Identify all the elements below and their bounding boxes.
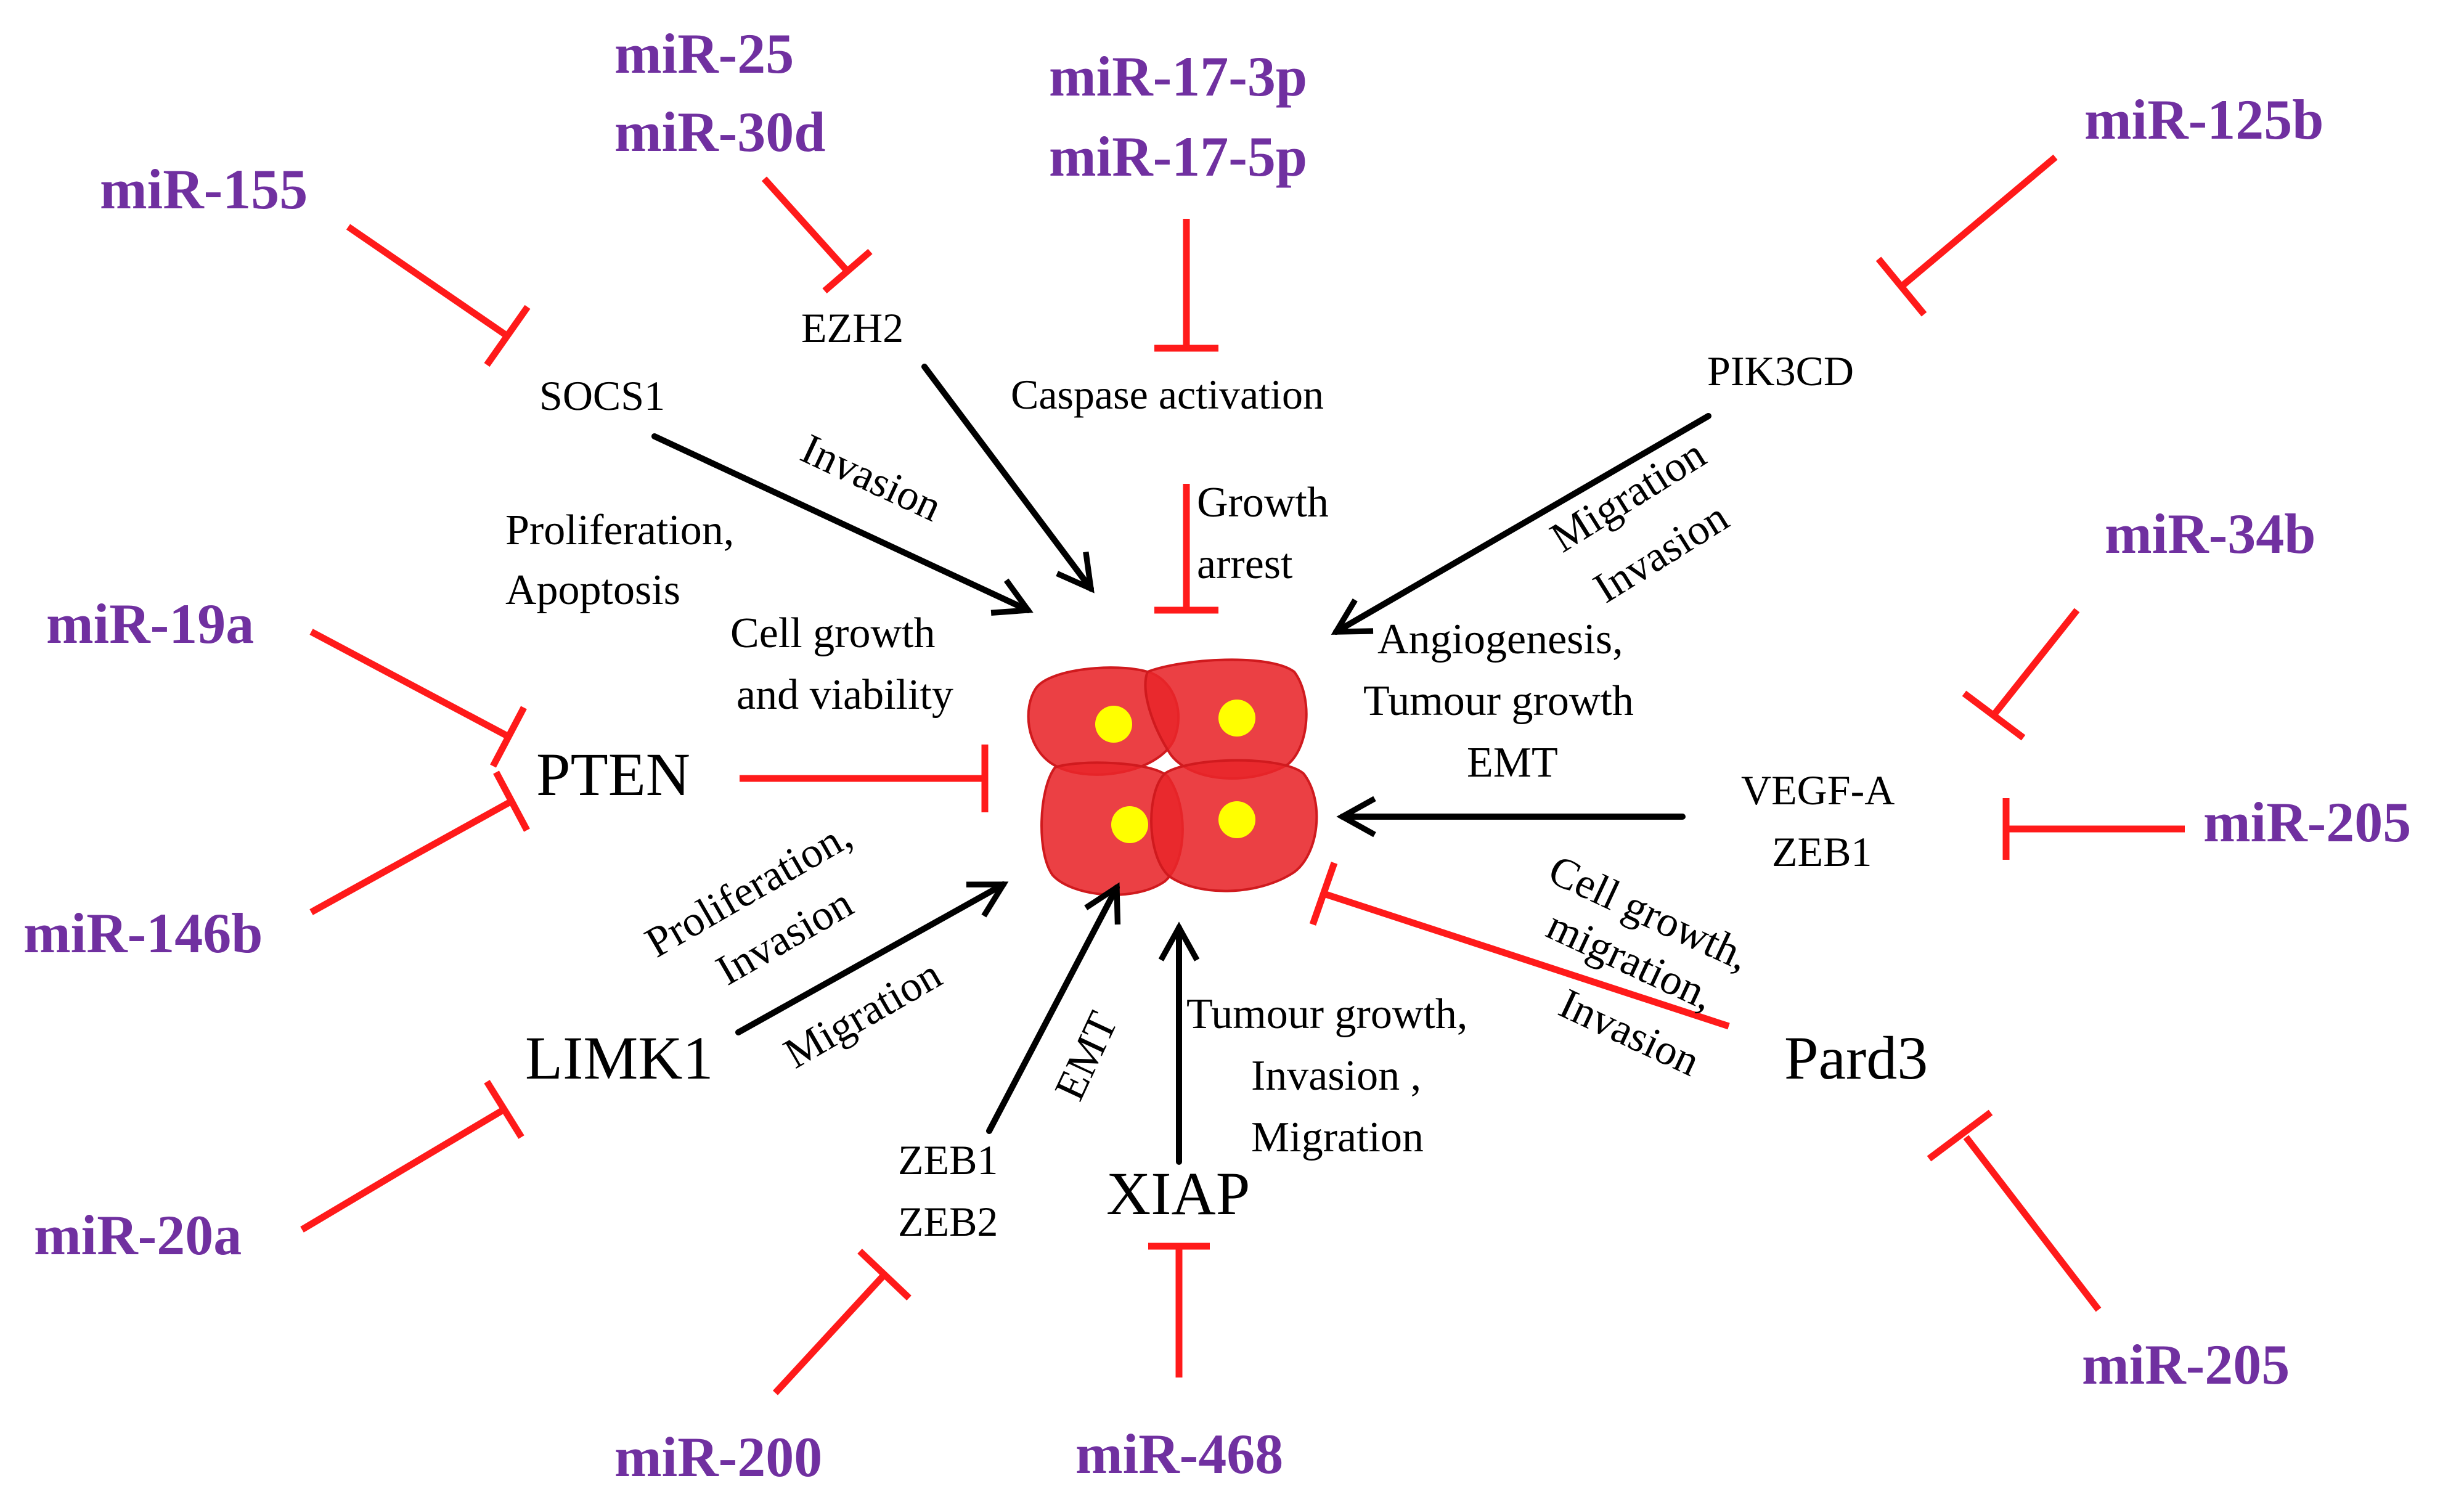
nucleus-top-right [1218, 700, 1255, 737]
mirna-label-mir205-right: miR-205 [2203, 791, 2411, 854]
inhibit-mir20a-limk1 [300, 1106, 506, 1233]
inhibit-mir19a-pten [309, 629, 510, 740]
nucleus-bottom-right [1218, 801, 1255, 838]
effect-cell-growth-1: Cell growth [730, 610, 935, 657]
effect-cell-growth-2: and viability [736, 671, 953, 719]
mirna-label-mir17-5p: miR-17-5p [1049, 125, 1307, 188]
effect-proliferation-apoptosis-2: Apoptosis [505, 566, 680, 614]
inhibit-bar-mir125b-pik3cd [1875, 256, 1927, 317]
mirna-label-mir205-bottom: miR-205 [2082, 1333, 2290, 1396]
mirna-label-mir155: miR-155 [100, 158, 308, 221]
mirna-label-mir200: miR-200 [614, 1426, 822, 1488]
inhibit-bar-mir146b-pten [493, 770, 530, 832]
target-label-pten: PTEN [536, 740, 690, 809]
inhibit-bar-mir34b-vegfa [1962, 690, 2026, 741]
target-label-caspase: Caspase activation [1011, 371, 1324, 418]
effect-limk1-migration: Migration [777, 950, 950, 1078]
arrow-limk1-cell [735, 881, 1009, 1035]
inhibit-mir25-ezh2 [761, 176, 851, 274]
target-label-xiap: XIAP [1106, 1159, 1250, 1228]
arrow-pik3cd-cell [1331, 413, 1711, 635]
inhibit-mir205-pard3 [1963, 1135, 2102, 1312]
effect-xiap-1: Tumour growth, [1186, 990, 1467, 1038]
effect-xiap-3: Migration [1251, 1114, 1424, 1161]
mirna-label-mir125b: miR-125b [2084, 88, 2323, 151]
mirna-label-mir468: miR-468 [1075, 1422, 1283, 1485]
inhibit-bar-mir25-ezh2 [822, 248, 873, 294]
arrow-socs1-cell [651, 433, 1034, 616]
arrow-ezh2-cell [921, 364, 1095, 594]
inhibit-mir34b-vegfa [1991, 608, 2080, 717]
inhibit-bar-mir205-pard3 [1927, 1109, 1993, 1162]
inhibit-pard3-cell [1323, 890, 1730, 1030]
mirna-label-mir34b: miR-34b [2105, 502, 2315, 565]
effect-angiogenesis-2: Tumour growth [1363, 677, 1634, 725]
mirna-label-mir146b: miR-146b [23, 902, 263, 965]
inhibit-mir155-socs1 [346, 224, 510, 339]
nucleus-bottom-left [1111, 806, 1148, 843]
arrow-zeb-cell [986, 882, 1121, 1134]
effect-growth-arrest-1: Growth [1197, 479, 1329, 526]
effect-angiogenesis-3: EMT [1467, 739, 1558, 786]
effect-proliferation-apoptosis-1: Proliferation, [505, 507, 734, 554]
target-label-zeb2-bottom: ZEB2 [898, 1198, 998, 1245]
target-label-pard3: Pard3 [1784, 1024, 1928, 1092]
mirna-label-mir17-3p: miR-17-3p [1049, 45, 1307, 108]
mirna-label-mir25: miR-25 [614, 22, 794, 85]
target-label-socs1: SOCS1 [539, 372, 665, 419]
inhibit-mir146b-pten [309, 798, 513, 915]
mirna-label-mir30d: miR-30d [614, 100, 825, 163]
target-label-limk1: LIMK1 [525, 1024, 714, 1092]
mirna-label-mir19a: miR-19a [46, 592, 254, 655]
effect-xiap-2: Invasion , [1251, 1052, 1421, 1100]
target-label-zeb1-bottom: ZEB1 [898, 1137, 998, 1183]
target-label-zeb1-right: ZEB1 [1772, 828, 1872, 875]
effect-growth-arrest-2: arrest [1197, 541, 1293, 588]
target-label-ezh2: EZH2 [801, 304, 904, 351]
inhibit-mir125b-pik3cd [1899, 154, 2058, 290]
target-label-pik3cd: PIK3CD [1707, 348, 1854, 394]
cancer-cell-cluster [1027, 658, 1318, 896]
inhibit-bar-mir200-zeb [857, 1249, 912, 1300]
inhibit-bar-pard3-cell [1309, 862, 1338, 926]
inhibit-bar-mir19a-pten [490, 706, 527, 768]
inhibit-bar-mir20a-limk1 [484, 1080, 524, 1139]
inhibit-mir200-zeb [772, 1272, 887, 1395]
mirna-label-mir20a: miR-20a [34, 1204, 242, 1267]
effect-angiogenesis-1: Angiogenesis, [1377, 616, 1623, 663]
inhibit-bar-mir155-socs1 [484, 304, 531, 367]
target-label-vegfa: VEGF-A [1741, 767, 1895, 814]
nucleus-top-left [1095, 706, 1132, 743]
effect-zeb-emt: EMT [1046, 1005, 1127, 1107]
